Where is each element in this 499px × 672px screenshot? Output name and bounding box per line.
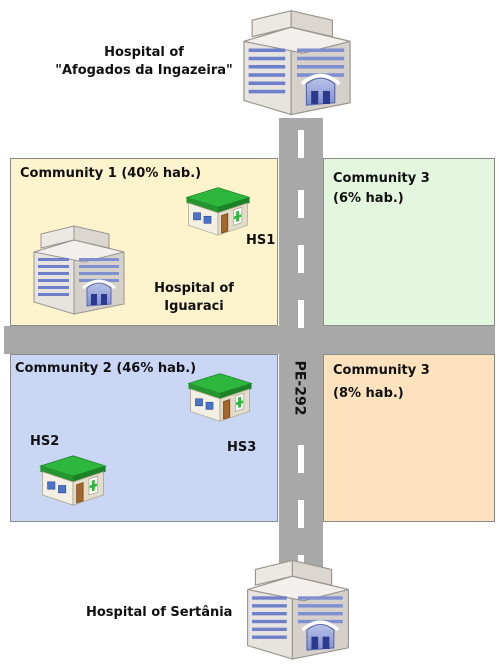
health-station-icon xyxy=(36,450,110,508)
road-name-label: PE-292 xyxy=(291,360,308,416)
hospital-afogados-label: Hospital of "Afogados da Ingazeira" xyxy=(44,44,244,80)
road-dash xyxy=(298,500,304,528)
road-name: PE-292 xyxy=(286,360,316,420)
community-3-top-subtitle: (6% hab.) xyxy=(333,191,404,206)
health-station-hs1-label: HS1 xyxy=(246,233,276,248)
hospital-iguaraci-line2: Iguaraci xyxy=(164,299,224,314)
health-station-hs3-label: HS3 xyxy=(227,440,257,455)
community-3-bottom-title: Community 3 xyxy=(333,363,430,378)
hospital-sertania-label: Hospital of Sertânia xyxy=(86,605,233,620)
community-3-bottom-subtitle: (8% hab.) xyxy=(333,386,404,401)
hospital-iguaraci-line1: Hospital of xyxy=(154,281,234,296)
community-3-bottom-region xyxy=(323,354,495,522)
community-2-title: Community 2 (46% hab.) xyxy=(15,361,197,376)
road-dash xyxy=(298,245,304,273)
hospital-building-icon xyxy=(20,222,138,322)
road-dash xyxy=(298,445,304,473)
road-dash xyxy=(298,190,304,218)
community-3-top-title: Community 3 xyxy=(333,171,430,186)
road-dash xyxy=(298,130,304,158)
road-dash xyxy=(298,300,304,328)
community-3-top-region xyxy=(323,158,495,326)
community-1-title: Community 1 (40% hab.) xyxy=(20,166,202,181)
hospital-iguaraci-label: Hospital of Iguaraci xyxy=(144,280,244,316)
hospital-building-icon xyxy=(238,4,356,126)
hospital-building-icon xyxy=(236,556,360,668)
health-station-hs2-label: HS2 xyxy=(30,434,60,449)
health-station-icon xyxy=(182,182,254,238)
hospital-afogados-line2: "Afogados da Ingazeira" xyxy=(55,63,233,78)
road-horizontal xyxy=(4,326,495,354)
hospital-afogados-line1: Hospital of xyxy=(104,45,184,60)
